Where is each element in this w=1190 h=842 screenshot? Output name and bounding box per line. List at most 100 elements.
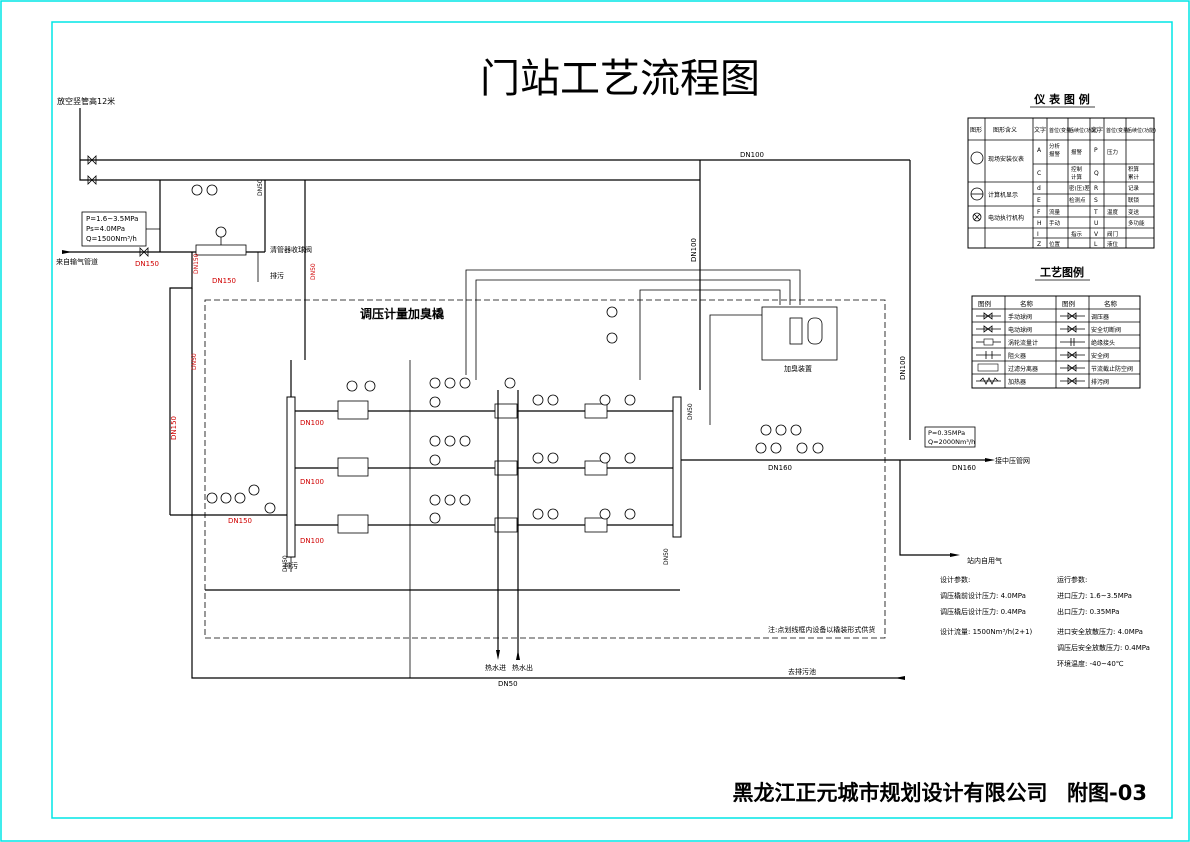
svg-text:H: H [1037, 220, 1042, 227]
il-h4: 后续位(功能) [1069, 127, 1098, 134]
svg-text:L: L [1094, 241, 1098, 248]
dn150-d: DN150 [170, 416, 178, 440]
svg-text:多功能: 多功能 [1128, 219, 1145, 227]
self-use-arrow [950, 553, 960, 557]
il-r3-name: 计算机显示 [988, 191, 1018, 199]
run-2 [295, 435, 673, 477]
drain1-label: 排污 [270, 271, 284, 280]
inlet-header [286, 396, 296, 558]
svg-text:Q: Q [1094, 170, 1099, 177]
pl-h2: 图例 [1062, 299, 1075, 308]
il-r1-name: 现场安装仪表 [988, 155, 1024, 163]
svg-text:C: C [1037, 170, 1041, 177]
inlet-params-box [81, 211, 147, 247]
svg-text:涡轮流量计: 涡轮流量计 [1008, 339, 1038, 347]
il-values: 分析 报警 报警 压力 控制 计算 积算 累计 密(压)差 记录 检测点 联锁 … [1049, 142, 1145, 248]
outlet-p: P=0.35MPa [928, 429, 965, 437]
dn160-b: DN160 [952, 464, 976, 472]
svg-text:排污阀: 排污阀 [1091, 378, 1109, 386]
odorizer-pump [789, 317, 803, 345]
svg-text:阻火器: 阻火器 [1008, 352, 1026, 360]
dn150-a: DN150 [135, 260, 159, 268]
run2-dn: DN100 [300, 478, 324, 486]
svg-text:联锁: 联锁 [1128, 196, 1140, 204]
signal-line-1 [465, 269, 801, 375]
svg-text:报警: 报警 [1049, 150, 1061, 158]
inlet-ps: Ps=4.0MPa [86, 225, 125, 233]
run-3 [295, 494, 673, 534]
dn50-b: DN50 [310, 263, 317, 280]
drain-arrow [895, 676, 905, 680]
il-h6: 首位(变量) [1106, 127, 1130, 134]
dn150-b: DN150 [193, 253, 200, 274]
vent-valve-1 [87, 155, 97, 165]
svg-text:温度: 温度 [1107, 208, 1119, 216]
svg-text:积算: 积算 [1128, 165, 1140, 173]
instrument-legend-table [967, 117, 1155, 249]
svg-text:F: F [1037, 209, 1041, 216]
odorizer-instruments [606, 306, 618, 344]
run-4-text: 调压后安全放散压力: 0.4MPa [1057, 643, 1150, 652]
svg-text:加热器: 加热器 [1008, 378, 1026, 386]
dn100-right-label: DN100 [899, 356, 907, 380]
svg-text:S: S [1094, 197, 1098, 204]
il-h7: 后续位(功能) [1127, 127, 1156, 134]
svg-text:电动球阀: 电动球阀 [1008, 326, 1032, 334]
dn50-g: DN50 [687, 403, 694, 420]
svg-text:手动球阀: 手动球阀 [1008, 313, 1032, 321]
svg-text:液位: 液位 [1107, 240, 1119, 248]
svg-text:密(压)差: 密(压)差 [1069, 184, 1090, 192]
inlet-down [169, 252, 193, 515]
odorizer-label: 加臭装置 [784, 364, 812, 373]
inner-frame [51, 21, 1173, 819]
outlet-instruments [755, 424, 824, 454]
run-3-text: 进口安全放散压力: 4.0MPa [1057, 627, 1143, 636]
svg-text:手动: 手动 [1049, 219, 1061, 227]
pl-names: 手动球阀 电动球阀 涡轮流量计 阻火器 过滤分离器 加热器 调压器 安全切断阀 … [1008, 313, 1133, 386]
svg-text:位置: 位置 [1049, 240, 1061, 248]
pig-receiver-instruments [191, 184, 218, 196]
dn50-c: DN50 [191, 353, 198, 370]
pl-h0: 图例 [978, 299, 991, 308]
outlet-params-box [924, 426, 976, 448]
inlet-label: 来自输气管道 [56, 257, 98, 266]
svg-text:U: U [1094, 220, 1098, 227]
svg-text:E: E [1037, 197, 1041, 204]
svg-text:流量: 流量 [1049, 208, 1061, 216]
svg-text:安全阀: 安全阀 [1091, 352, 1109, 360]
filter-valve-label: 清管器收球阀 [270, 245, 312, 254]
il-r5-name: 电动执行机构 [988, 214, 1024, 222]
odorizer-tank [807, 317, 823, 345]
svg-text:A: A [1037, 147, 1042, 154]
inlet-leader [146, 228, 161, 250]
run3-dn: DN100 [300, 537, 324, 545]
run-5-text: 环境温度: -40~40℃ [1057, 659, 1124, 668]
svg-text:阀门: 阀门 [1107, 230, 1118, 238]
svg-text:绝缘接头: 绝缘接头 [1091, 339, 1115, 347]
svg-text:Z: Z [1037, 241, 1041, 248]
dn160-a: DN160 [768, 464, 792, 472]
inlet-arrow [62, 250, 72, 254]
inlet-instruments [206, 484, 276, 514]
outlet-label: 接中压管网 [995, 456, 1030, 465]
to-drain-label: 去排污池 [788, 667, 816, 676]
dn150-c: DN150 [212, 277, 236, 285]
svg-text:d: d [1037, 185, 1041, 192]
self-use-label: 站内自用气 [967, 556, 1002, 565]
vent-label: 放空竖管高12米 [57, 96, 115, 106]
svg-text:调压器: 调压器 [1091, 313, 1109, 321]
signal-line-2 [475, 279, 791, 380]
il-h3: 首位(变量) [1049, 127, 1073, 134]
svg-text:I: I [1037, 231, 1039, 238]
run1-dn: DN100 [300, 419, 324, 427]
odorizer-box [761, 306, 838, 361]
run-heading: 运行参数: [1057, 575, 1087, 584]
pl-h1: 名称 [1020, 299, 1034, 308]
dn50-f: DN50 [663, 548, 670, 565]
svg-text:检测点: 检测点 [1069, 196, 1086, 204]
outlet-q: Q=2000Nm³/h [928, 438, 975, 446]
hot-in-label: 热水进 [485, 663, 506, 672]
svg-text:R: R [1094, 185, 1098, 192]
run-1-text: 进口压力: 1.6~3.5MPa [1057, 591, 1132, 600]
